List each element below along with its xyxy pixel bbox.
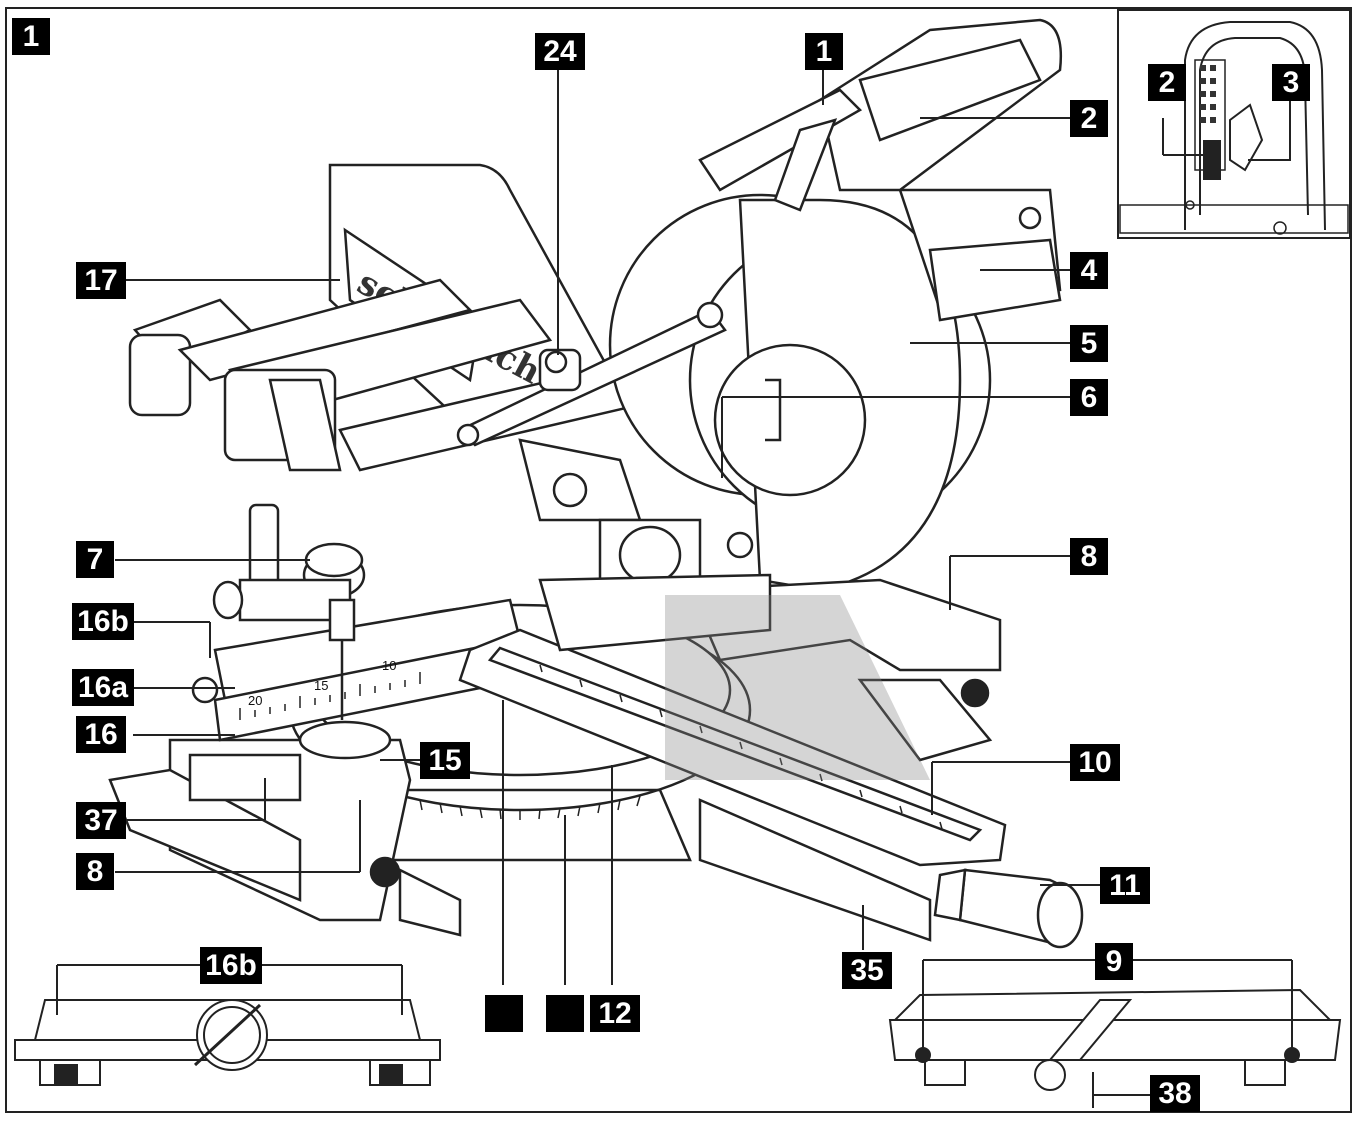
callout-4: 4: [1070, 252, 1108, 289]
callout-24: 24: [535, 33, 585, 70]
right-table-extension: [538, 573, 1002, 762]
callout-13: [485, 995, 523, 1032]
material-clamp: [212, 503, 392, 760]
callout-2: 2: [1070, 100, 1108, 137]
blade-guard: [608, 188, 1062, 592]
linkage-arm: [456, 301, 754, 585]
right-extension-rail: [458, 628, 1007, 942]
callout-5: 5: [1070, 325, 1108, 362]
callout-16: 16: [76, 716, 126, 753]
callout-7: 7: [76, 541, 114, 578]
callout-6: 6: [1070, 379, 1108, 416]
callout-14: [546, 995, 584, 1032]
inset-handle-detail: [1117, 9, 1351, 239]
rail-scale-ticks: [539, 664, 943, 830]
callout-16b-bottom: 16b: [200, 947, 262, 984]
callout-11: 11: [1100, 867, 1150, 904]
callout-35: 35: [842, 952, 892, 989]
callout-12: 12: [590, 995, 640, 1032]
fence-scale-label-20: 20: [248, 693, 262, 708]
callout-8-left: 8: [76, 853, 114, 890]
callout-15: 15: [420, 742, 470, 779]
left-table-extension: [108, 738, 462, 937]
fence-scale-label-10: 10: [382, 658, 396, 673]
inset-callout-2: 2: [1148, 64, 1186, 101]
figure-number: 1: [12, 18, 50, 55]
inset-callout-3: 3: [1272, 64, 1310, 101]
fence-scale-ticks: [239, 672, 421, 720]
handle: [698, 18, 1062, 212]
inset-rear-view: [14, 999, 441, 1086]
laser-zone: [665, 595, 930, 780]
fence-scale-label-15: 15: [314, 678, 328, 693]
callout-1: 1: [805, 33, 843, 70]
callout-38: 38: [1150, 1075, 1200, 1112]
figure-frame: [5, 7, 1352, 1113]
callout-16b: 16b: [72, 603, 134, 640]
callout-16a: 16a: [72, 669, 134, 706]
callout-9: 9: [1095, 943, 1133, 980]
workpiece-fence: [191, 598, 522, 742]
callout-8-right: 8: [1070, 538, 1108, 575]
inset-base-view: [888, 988, 1342, 1091]
bevel-scale-ticks: [419, 795, 641, 820]
callout-37: 37: [76, 802, 126, 839]
callout-17: 17: [76, 262, 126, 299]
fence-lock-handle: [933, 868, 1084, 949]
callout-10: 10: [1070, 744, 1120, 781]
